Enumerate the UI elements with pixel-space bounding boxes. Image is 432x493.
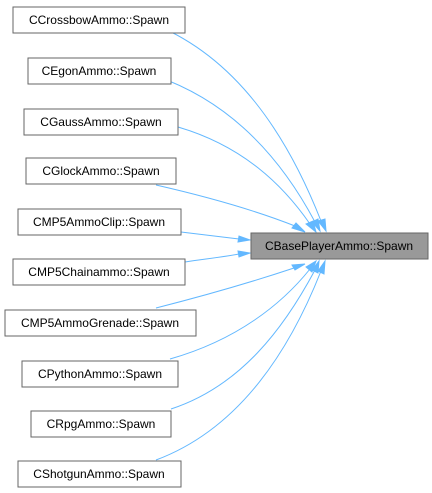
node-cglockammo-spawn[interactable]: CGlockAmmo::Spawn <box>25 157 177 185</box>
edge-cglockammo-to-cbaseplayerammo <box>155 184 306 233</box>
node-label: CGlockAmmo::Spawn <box>42 164 159 178</box>
node-label: CCrossbowAmmo::Spawn <box>29 13 169 27</box>
node-cmp5chainammo-spawn[interactable]: CMP5Chainammo::Spawn <box>12 258 186 286</box>
node-label: CShotgunAmmo::Spawn <box>33 467 164 481</box>
node-cmp5ammoclip-spawn[interactable]: CMP5AmmoClip::Spawn <box>17 208 182 236</box>
node-cmp5ammogrenade-spawn[interactable]: CMP5AmmoGrenade::Spawn <box>4 309 197 337</box>
node-label: CMP5Chainammo::Spawn <box>28 265 169 279</box>
edges <box>155 24 327 461</box>
node-label: CEgonAmmo::Spawn <box>42 64 157 78</box>
edge-cegonammo-to-cbaseplayerammo <box>155 75 321 233</box>
node-label: CPythonAmmo::Spawn <box>38 367 162 381</box>
edge-cmp5ammogrenade-to-cbaseplayerammo <box>155 263 306 309</box>
node-crpgammo-spawn[interactable]: CRpgAmmo::Spawn <box>30 410 172 438</box>
node-cbaseplayerammo-spawn[interactable]: CBasePlayerAmmo::Spawn <box>250 232 429 260</box>
node-label: CMP5AmmoGrenade::Spawn <box>21 316 179 330</box>
node-label: CGaussAmmo::Spawn <box>40 115 161 129</box>
node-ccrossbowammo-spawn[interactable]: CCrossbowAmmo::Spawn <box>12 6 186 34</box>
node-cshotgunammo-spawn[interactable]: CShotgunAmmo::Spawn <box>17 460 182 488</box>
edge-cmp5ammoclip-to-cbaseplayerammo <box>180 231 252 243</box>
node-cgaussammo-spawn[interactable]: CGaussAmmo::Spawn <box>23 108 179 136</box>
node-cpythonammo-spawn[interactable]: CPythonAmmo::Spawn <box>21 360 179 388</box>
edge-cshotgunammo-to-cbaseplayerammo <box>155 259 326 461</box>
caller-nodes: CCrossbowAmmo::Spawn CEgonAmmo::Spawn CG… <box>4 6 197 488</box>
node-cegonammo-spawn[interactable]: CEgonAmmo::Spawn <box>27 57 172 85</box>
edge-cmp5chainammo-to-cbaseplayerammo <box>184 250 252 263</box>
node-label: CMP5AmmoClip::Spawn <box>33 215 165 229</box>
target-node-label: CBasePlayerAmmo::Spawn <box>265 239 413 253</box>
edge-crpgammo-to-cbaseplayerammo <box>170 259 320 410</box>
node-label: CRpgAmmo::Spawn <box>47 417 156 431</box>
edge-cgaussammo-to-cbaseplayerammo <box>177 126 317 234</box>
edge-cpythonammo-to-cbaseplayerammo <box>169 259 317 360</box>
edge-ccrossbowammo-to-cbaseplayerammo <box>155 24 327 233</box>
